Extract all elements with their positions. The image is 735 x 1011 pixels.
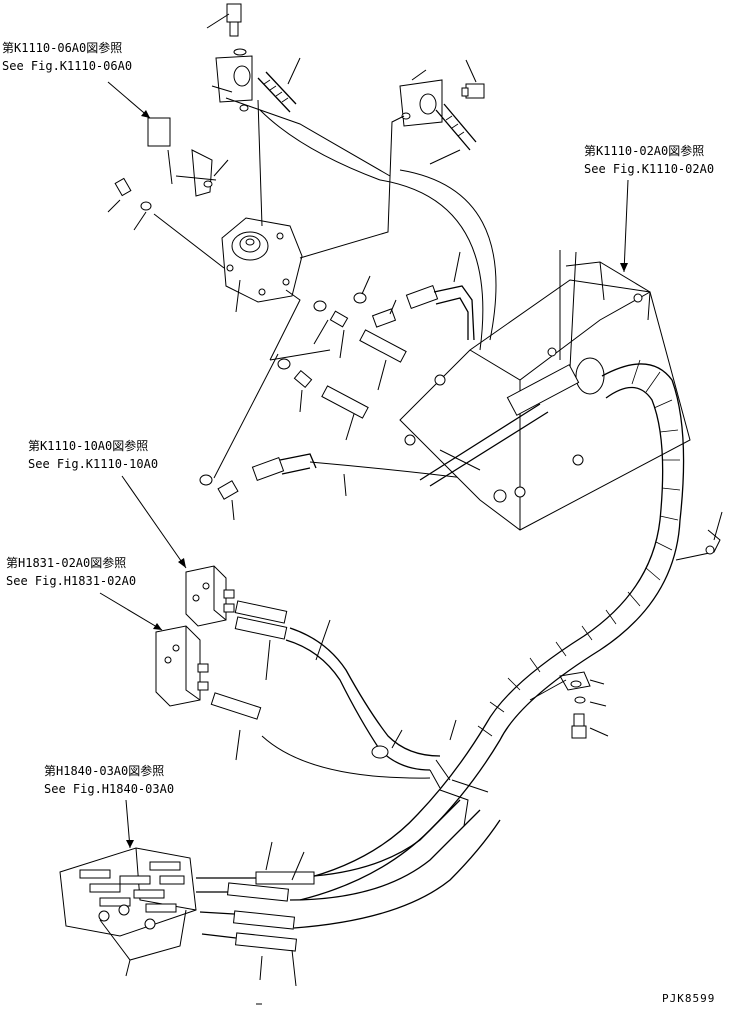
reference-en-label: See Fig.K1110-10A0 — [28, 457, 158, 471]
pump-unit — [221, 99, 405, 361]
reference-en-label: See Fig.H1831-02A0 — [6, 574, 136, 588]
reference-en-label: See Fig.K1110-06A0 — [2, 59, 132, 73]
reference-k1110-10a0: 第K1110-10A0図参照 See Fig.K1110-10A0 — [28, 438, 158, 471]
reference-jp-label: 第K1110-02A0図参照 — [584, 143, 704, 158]
lower-manifold — [59, 779, 501, 1005]
solenoid-bracket — [107, 117, 229, 269]
top-fittings — [206, 3, 485, 177]
reference-jp-label: 第K1110-06A0図参照 — [2, 40, 122, 55]
reference-jp-label: 第H1840-03A0図参照 — [44, 763, 164, 778]
reference-h1831-02a0: 第H1831-02A0図参照 See Fig.H1831-02A0 — [6, 555, 136, 588]
reference-en-label: See Fig.H1840-03A0 — [44, 782, 174, 796]
reference-jp-label: 第K1110-10A0図参照 — [28, 438, 148, 453]
valve-block — [259, 109, 691, 531]
manifold-fittings — [79, 861, 185, 930]
pilot-valve-blocks — [155, 565, 457, 789]
reference-arrows — [99, 81, 629, 849]
reference-h1840-03a0: 第H1840-03A0図参照 See Fig.H1840-03A0 — [44, 763, 174, 796]
fittings-cluster — [199, 251, 481, 521]
reference-k1110-06a0: 第K1110-06A0図参照 See Fig.K1110-06A0 — [2, 40, 132, 73]
reference-jp-label: 第H1831-02A0図参照 — [6, 555, 126, 570]
reference-en-label: See Fig.K1110-02A0 — [584, 162, 714, 176]
reference-k1110-02a0: 第K1110-02A0図参照 See Fig.K1110-02A0 — [584, 143, 714, 176]
drawing-code: PJK8599 — [662, 992, 715, 1005]
